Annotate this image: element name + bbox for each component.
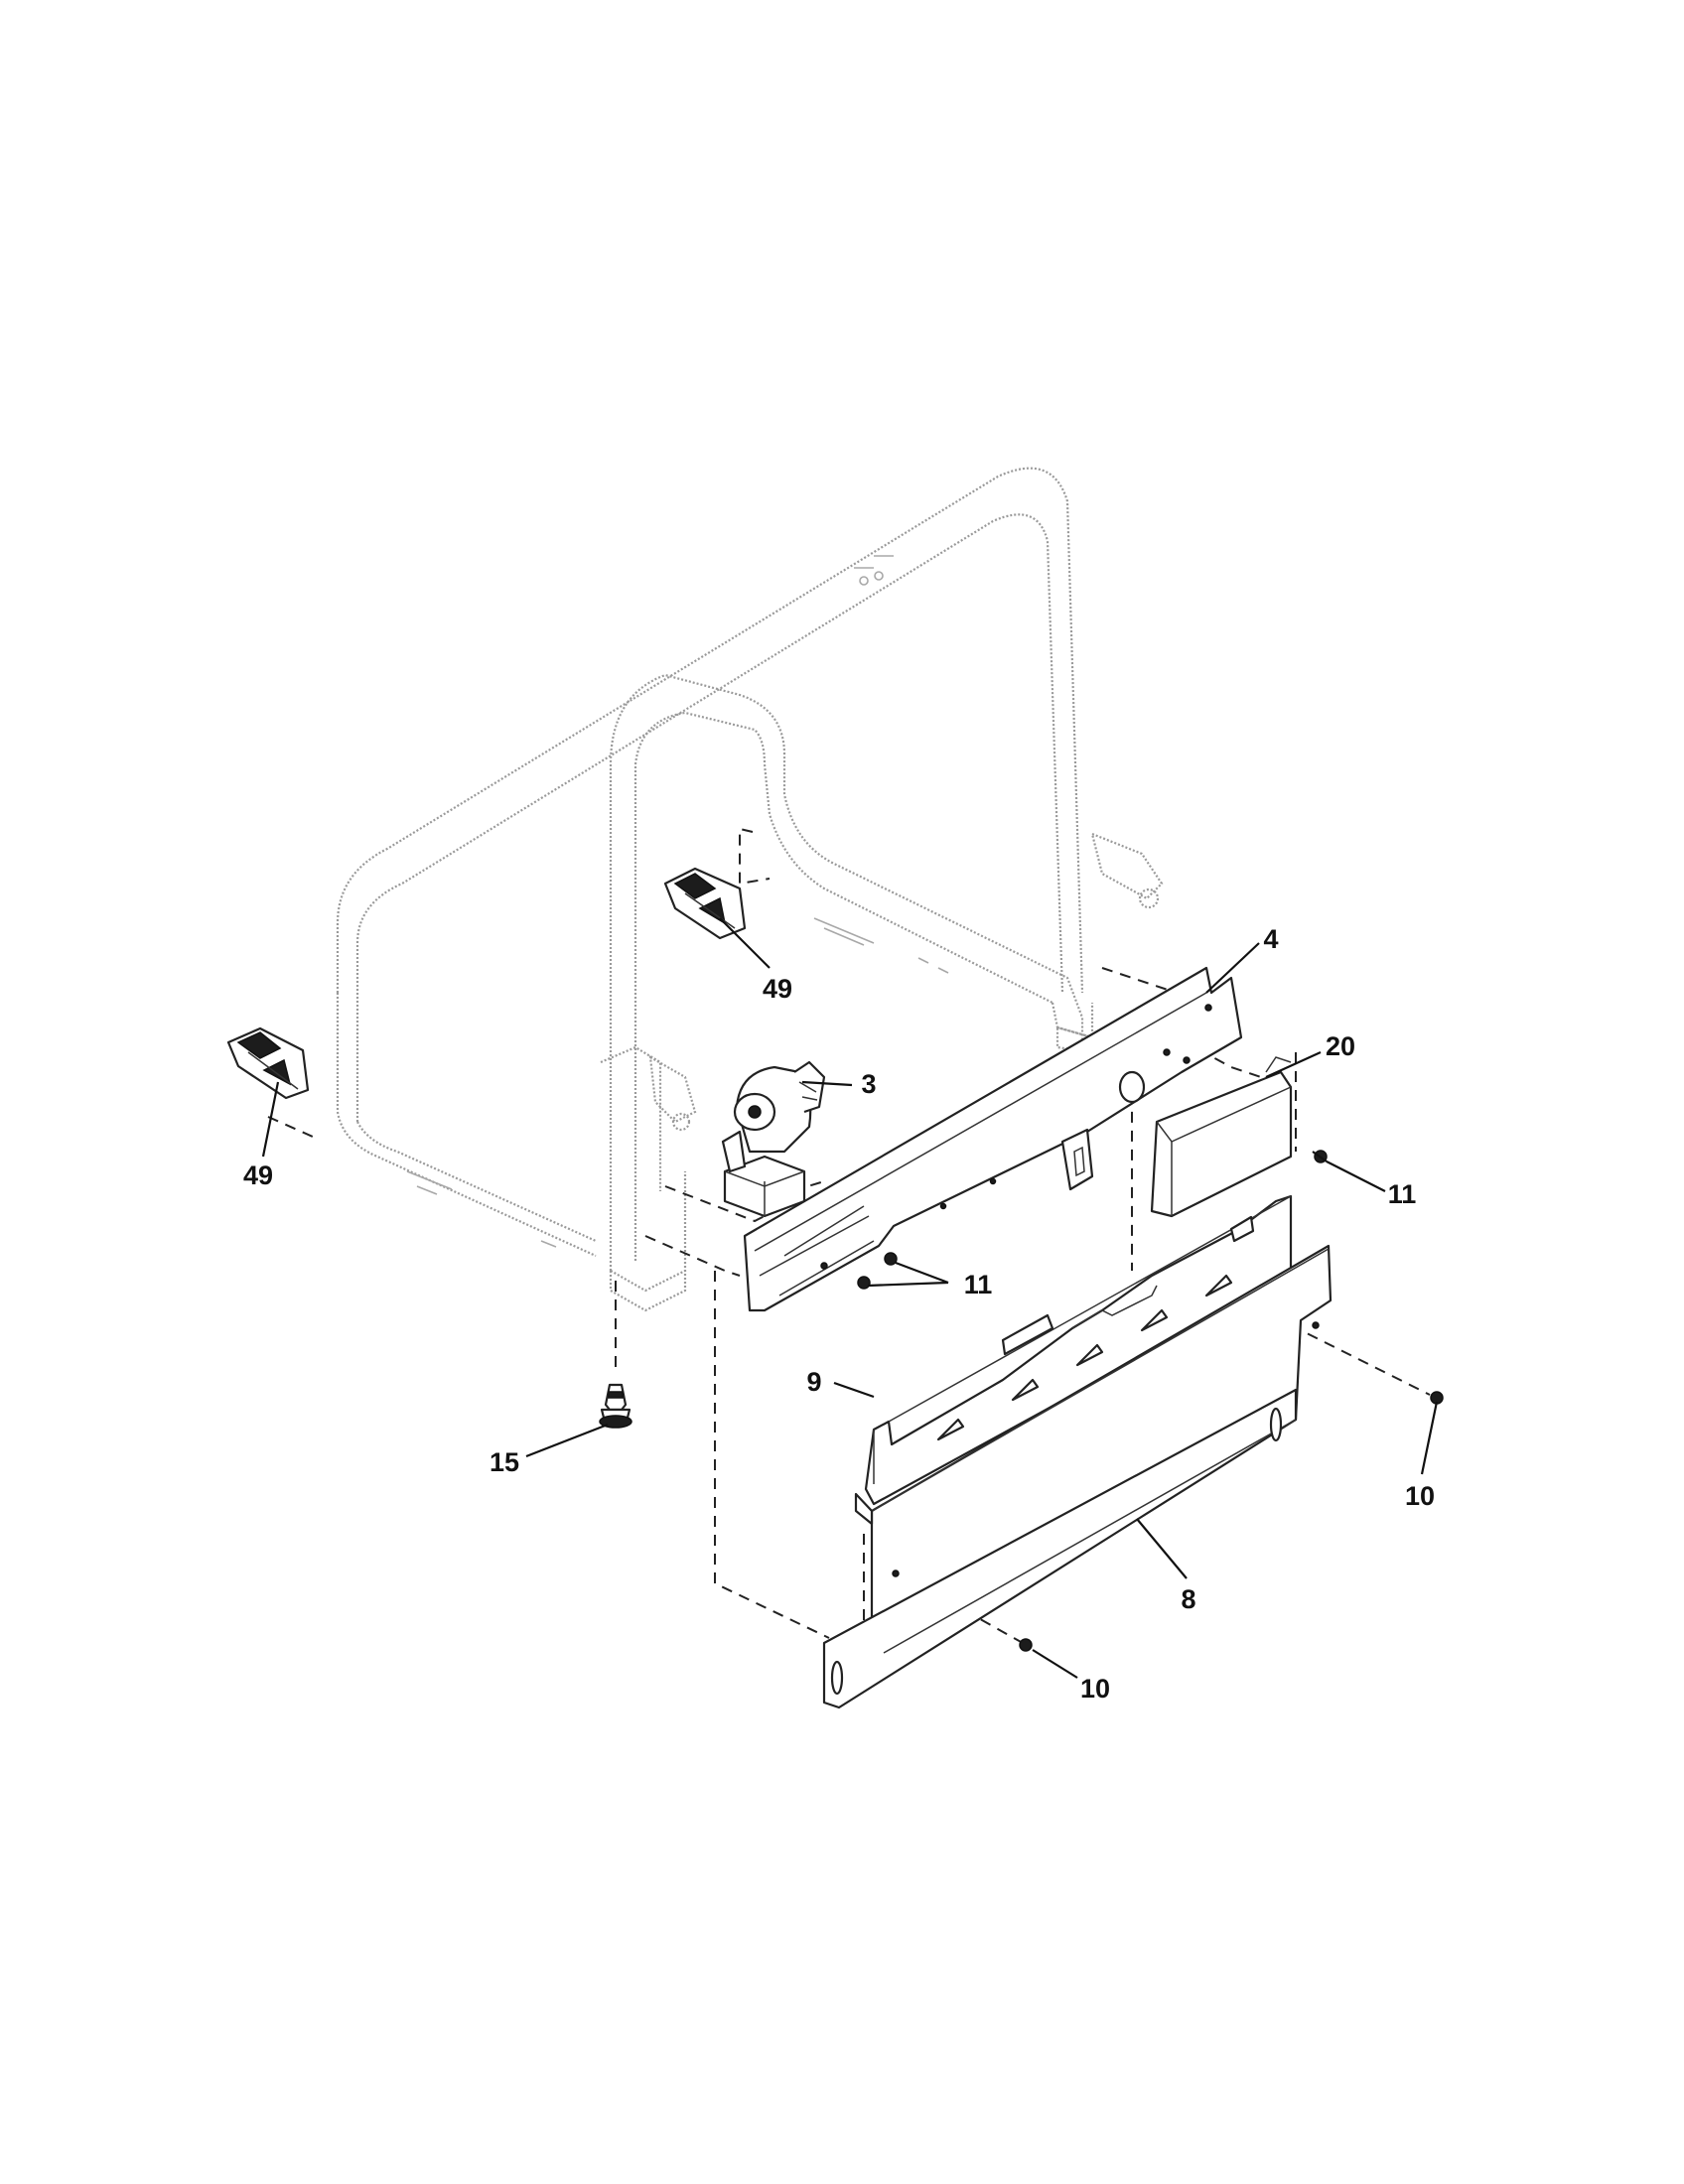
screw-11-lower-a: [884, 1252, 898, 1266]
channel-cover: [1150, 1056, 1293, 1218]
leveling-leg-screw: [599, 1383, 632, 1429]
water-valve: [721, 1060, 826, 1218]
callout-9: 9: [806, 1367, 821, 1397]
callout-20: 20: [1326, 1031, 1355, 1061]
callout-49-right: 49: [763, 974, 792, 1004]
callout-15: 15: [490, 1447, 519, 1477]
screw-10-lower: [1019, 1638, 1033, 1652]
callout-10-right: 10: [1405, 1481, 1435, 1511]
inner-toe-panel: [864, 1194, 1293, 1506]
callout-3: 3: [861, 1069, 876, 1099]
leader-lines: [261, 917, 1439, 1679]
callout-labels: 4 20 3 49 49 11 11 9 15 10 10 8: [243, 924, 1435, 1704]
callout-10-lower: 10: [1080, 1674, 1110, 1704]
toe-kick-panel: [822, 1244, 1333, 1709]
callout-8: 8: [1181, 1584, 1195, 1614]
leveling-bracket-right: [663, 867, 747, 940]
leveling-bracket-left: [226, 1026, 310, 1100]
callout-11-right: 11: [1388, 1179, 1417, 1209]
callout-4: 4: [1263, 924, 1278, 954]
callout-11-lower: 11: [964, 1270, 993, 1299]
screw-11-lower-b: [857, 1276, 871, 1290]
screw-11-right: [1312, 1150, 1328, 1163]
tub-frame: [336, 467, 1164, 1312]
callout-49-left: 49: [243, 1160, 273, 1190]
